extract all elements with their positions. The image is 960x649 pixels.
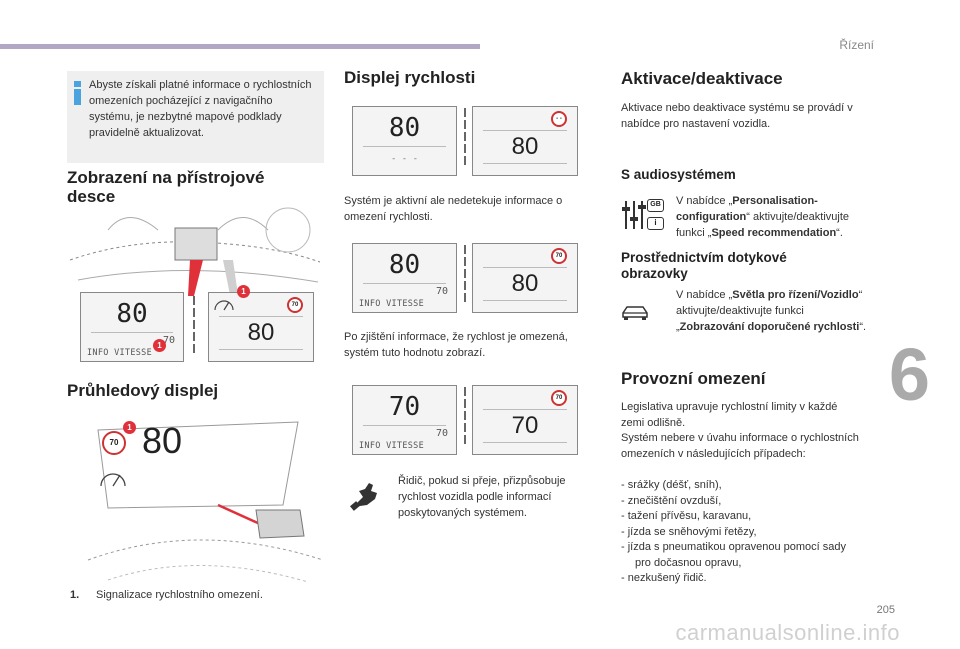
page-number: 205 (876, 604, 895, 616)
settings-icon: GB i (622, 197, 666, 233)
limit-value-small: 70 (435, 428, 448, 439)
list-item: - srážky (déšť, sníh), (621, 479, 722, 491)
list-item: - jízda s pneumatikou opravenou pomocí s… (621, 541, 847, 569)
text-limits-cases: Systém nebere v úvahu informace o rychlo… (621, 432, 859, 460)
speed-value: 80 (511, 133, 539, 160)
speed-value: 80 (388, 250, 421, 280)
no-limit-dashes: - - - (390, 154, 419, 164)
callout-marker-1: 1 (123, 421, 136, 434)
heading-operating-limits: Provozní omezení (621, 369, 766, 388)
no-limit-sign-icon: - - (551, 111, 567, 127)
footnote-text: Signalizace rychlostního omezení. (96, 589, 263, 601)
speed-value: 70 (388, 392, 421, 422)
speed-value: 80 (388, 113, 421, 143)
separator (463, 108, 467, 168)
speed-value: 80 (116, 299, 148, 329)
speed-value: 70 (511, 412, 539, 439)
speed-limit-sign-icon: 70 (551, 390, 567, 406)
header-bar (0, 44, 480, 49)
subheading-touchscreen: Prostřednictvím dotykové obrazovky (621, 250, 787, 281)
info-vitesse-label: INFO VITESSE (87, 348, 153, 358)
instrument-display-left: 80 70 INFO VITESSE (80, 292, 184, 362)
callout-marker-1: 1 (237, 285, 250, 298)
speedometer-icon (214, 300, 234, 311)
speed-limit-sign-icon: 70 (551, 248, 567, 264)
info-icon (74, 81, 81, 105)
heading-instrument-panel: Zobrazení na přístrojové desce (67, 168, 265, 206)
hud-badge: 70 (100, 431, 126, 457)
watermark: carmanualsonline.info (675, 620, 900, 645)
speed-display-2-left: 80 70 INFO VITESSE (352, 243, 457, 313)
text-driver-adjusts: Řidič, pokud si přeje, přizpůsobuje rych… (398, 475, 566, 519)
hand-icon (350, 483, 377, 511)
speed-value: 80 (247, 319, 275, 346)
speed-display-3-left: 70 70 INFO VITESSE (352, 385, 457, 455)
info-vitesse-label: INFO VITESSE (359, 441, 425, 451)
list-item: - tažení přívěsu, karavanu, (621, 510, 752, 522)
gb-label: GB (647, 199, 664, 212)
hud-illustration (87, 421, 324, 583)
list-item: - znečištění ovzduší, (621, 494, 722, 507)
speed-limit-sign-icon: 70 (102, 431, 126, 455)
heading-hud: Průhledový displej (67, 381, 219, 400)
subheading-audio: S audiosystémem (621, 167, 736, 182)
separator (463, 387, 467, 447)
dashboard-illustration (69, 207, 321, 296)
text-touchscreen-instructions: V nabídce „Světla pro řízení/Vozidlo“ ak… (676, 289, 867, 333)
speed-display-2-right: 70 80 (472, 243, 578, 313)
text-no-detection: Systém je aktivní ale nedetekuje informa… (344, 195, 563, 223)
speed-display-3-right: 70 70 (472, 385, 578, 455)
callout-marker-1: 1 (153, 339, 166, 352)
limit-value-small: 70 (162, 335, 175, 346)
separator (192, 296, 196, 356)
instrument-display-right: 70 80 (208, 292, 314, 362)
speedometer-icon (100, 473, 126, 487)
hud-speed-value: 80 (142, 420, 183, 461)
list-item: - nezkušený řidič. (621, 572, 707, 584)
speed-display-1-left: 80 - - - (352, 106, 457, 176)
car-icon (622, 306, 648, 320)
chapter-title: Řízení (839, 38, 874, 52)
info-i-label: i (647, 217, 664, 230)
limit-value-small: 70 (435, 286, 448, 297)
speed-value: 80 (511, 270, 539, 297)
text-limits-intro: Legislativa upravuje rychlostní limity v… (621, 401, 838, 429)
info-vitesse-label: INFO VITESSE (359, 299, 425, 309)
chapter-number: 6 (888, 333, 930, 416)
heading-speed-display: Displej rychlosti (344, 68, 476, 87)
separator (463, 245, 467, 305)
text-activation-intro: Aktivace nebo deaktivace systému se prov… (621, 102, 853, 130)
text-audio-instructions: V nabídce „Personalisation-configuration… (676, 195, 849, 239)
list-item: - jízda se sněhovými řetězy, (621, 525, 757, 538)
text-limit-detected: Po zjištění informace, že rychlost je om… (344, 331, 568, 359)
heading-activation: Aktivace/deaktivace (621, 69, 783, 88)
footnote-number: 1. (70, 589, 80, 601)
sliders-icon (622, 201, 646, 229)
speed-display-1-right: - - 80 (472, 106, 578, 176)
info-box: Abyste získali platné informace o rychlo… (67, 71, 324, 163)
info-text: Abyste získali platné informace o rychlo… (89, 79, 312, 139)
speed-limit-sign-icon: 70 (287, 297, 303, 313)
limits-list: - srážky (déšť, sníh), - znečištění ovzd… (621, 478, 861, 587)
